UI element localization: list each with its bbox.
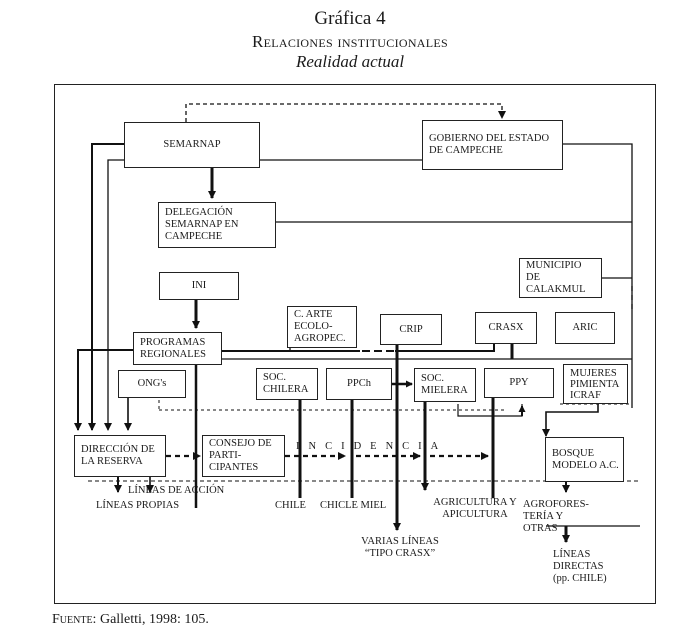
- ppy-box: PPY: [484, 368, 554, 398]
- gobierno-direccion-arrow: [104, 159, 422, 431]
- mujeres-bosque-arrow: [542, 404, 599, 437]
- aric-box: ARIC: [555, 312, 615, 344]
- crip-box: CRIP: [380, 314, 442, 345]
- chicle-miel-label: CHICLE MIEL: [320, 500, 387, 511]
- semarnap-direccion-arrow: [88, 143, 124, 431]
- lineas-propias-label: LÍNEAS PROPIAS: [96, 500, 180, 511]
- bosque-box: BOSQUE MODELO A.C.: [545, 437, 624, 482]
- crasx-box: CRASX: [475, 312, 537, 344]
- semarnap-gobierno-link: [185, 103, 506, 122]
- source-note: Fuente: Galletti, 1998: 105.: [52, 612, 209, 628]
- mujeres-box: MUJERES PIMIENTA ICRAF: [563, 364, 628, 404]
- municipio-box: MUNICIPIO DE CALAKMUL: [519, 258, 602, 298]
- source-prefix: Fuente:: [52, 612, 97, 627]
- consejo-box: CONSEJO DE PARTI-CIPANTES: [202, 435, 285, 477]
- figure-number: Gráfica 4: [314, 8, 386, 29]
- figure-subtitle: Realidad actual: [295, 52, 405, 71]
- agricultura-label: AGRICULTURA Y APICULTURA: [433, 497, 517, 520]
- incidencia-label: INCIDENCIA: [296, 441, 448, 452]
- lineas-de-accion-label: LÍNEAS DE ACCIÓN: [128, 485, 225, 496]
- soc-chilera-box: SOC. CHILERA: [256, 368, 318, 400]
- chile-label: CHILE: [275, 500, 306, 511]
- varias-lineas-label: VARIAS LÍNEAS “TIPO CRASX”: [361, 536, 439, 559]
- direccion-box: DIRECCIÓN DE LA RESERVA: [74, 435, 166, 477]
- programas-direccion-arrow: [74, 349, 136, 431]
- soc-mielera-box: SOC. MIELERA: [414, 368, 476, 402]
- ongs-box: ONG's: [118, 370, 186, 398]
- delegacion-box: DELEGACIÓN SEMARNAP EN CAMPECHE: [158, 202, 276, 248]
- source-text: Galletti, 1998: 105.: [96, 612, 209, 627]
- diagram-frame: [54, 84, 656, 604]
- c-arte-box: C. ARTE ECOLO-AGROPEC.: [287, 306, 357, 348]
- lineas-directas-label: LÍNEAS DIRECTAS (pp. CHILE): [553, 549, 607, 584]
- gobierno-box: GOBIERNO DEL ESTADO DE CAMPECHE: [422, 120, 563, 170]
- ppch-box: PPCh: [326, 368, 392, 400]
- agroforesteria-label: AGROFORES-TERÍA Y OTRAS: [523, 499, 589, 534]
- programas-box: PROGRAMAS REGIONALES: [133, 332, 222, 365]
- figure-title: Relaciones institucionales: [251, 32, 449, 51]
- ini-box: INI: [159, 272, 239, 300]
- semarnap-box: SEMARNAP: [124, 122, 260, 168]
